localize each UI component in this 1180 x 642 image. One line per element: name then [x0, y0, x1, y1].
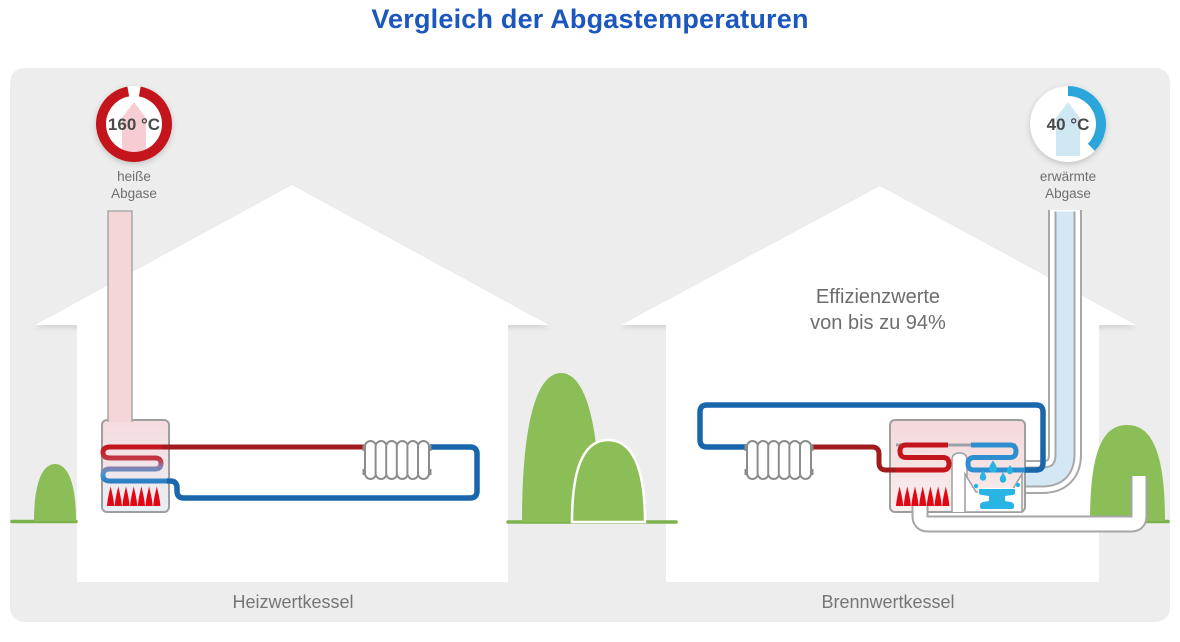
- boiler-partition-slot: [951, 452, 968, 512]
- efficiency-line2: von bis zu 94%: [810, 312, 946, 334]
- left-gauge-caption-line1: heiße: [117, 169, 151, 184]
- comparison-panel: 160 °C heiße Abgase 40 °C erwärmte Abgas…: [10, 68, 1170, 622]
- right-gauge-caption-line1: erwärmte: [1039, 169, 1097, 184]
- right-return-loop-pipe: [697, 402, 1046, 473]
- right-hot-coil: [896, 442, 952, 473]
- left-heating-system: [100, 210, 480, 513]
- right-gauge-caption: erwärmte Abgase: [1008, 168, 1128, 202]
- condensate-drain-icon: [973, 482, 1021, 510]
- right-gauge-value: 40 °C: [1046, 115, 1090, 134]
- right-condensing-coil: [965, 442, 1025, 473]
- bush-small-middle: [570, 438, 647, 524]
- warm-exhaust-gauge: [1030, 86, 1106, 162]
- right-gauge-caption-line2: Abgase: [1045, 186, 1091, 201]
- cool-gauge-arc: [1067, 86, 1106, 151]
- right-heating-system: [697, 210, 1148, 533]
- right-house-roof: [621, 186, 1136, 325]
- bush-right: [1090, 425, 1165, 521]
- right-supply-pipe: [811, 444, 896, 473]
- left-radiator: [361, 440, 433, 480]
- left-return-pipe: [167, 444, 480, 501]
- up-arrow-icon: [1056, 102, 1080, 156]
- hot-gauge-ring: [96, 86, 172, 162]
- left-chimney-pipe: [107, 210, 133, 422]
- hot-exhaust-gauge: [96, 86, 172, 162]
- up-arrow-icon: [122, 102, 146, 156]
- page-title: Vergleich der Abgastemperaturen: [371, 4, 809, 34]
- efficiency-note: Effizienzwerte von bis zu 94%: [748, 284, 1008, 336]
- scene-drawing: [10, 86, 1170, 582]
- efficiency-line1: Effizienzwerte: [815, 286, 941, 308]
- left-house-roof: [35, 185, 549, 325]
- left-gauge-caption-line2: Abgase: [111, 186, 157, 201]
- right-house-body: [666, 325, 1099, 582]
- coaxial-flue-pipe: [1026, 210, 1082, 494]
- left-gauge-value: 160 °C: [107, 115, 161, 134]
- left-system-label: Heizwertkessel: [232, 592, 354, 612]
- left-gauge-caption: heiße Abgase: [74, 168, 194, 202]
- left-heat-exchanger-coil: [100, 444, 167, 484]
- right-system-label: Brennwertkessel: [821, 592, 955, 612]
- air-intake-pipe: [913, 476, 1146, 531]
- right-radiator: [743, 440, 815, 480]
- bush-small-left: [34, 464, 76, 521]
